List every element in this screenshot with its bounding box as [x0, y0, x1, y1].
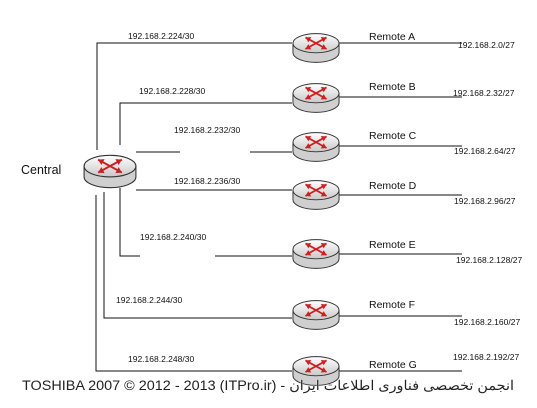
router-icon	[292, 131, 340, 163]
remote-name: Remote E	[369, 239, 416, 251]
central-router: Central	[21, 154, 137, 189]
remote-a: Remote A 192.168.2.224/30 192.168.2.0/27	[128, 31, 515, 64]
lan-subnet-label: 192.168.2.160/27	[454, 317, 520, 327]
remote-name: Remote B	[369, 81, 416, 93]
wan-subnet-label: 192.168.2.228/30	[139, 86, 205, 96]
wan-links	[95, 42, 292, 372]
router-icon	[292, 179, 340, 211]
router-icon	[292, 238, 340, 270]
wan-subnet-label: 192.168.2.224/30	[128, 31, 194, 41]
remote-d: Remote D 192.168.2.236/30 192.168.2.96/2…	[174, 176, 516, 211]
remote-name: Remote G	[369, 359, 417, 371]
remote-c: Remote C 192.168.2.232/30 192.168.2.64/2…	[174, 125, 516, 163]
wan-subnet-label: 192.168.2.244/30	[116, 295, 182, 305]
remote-name: Remote D	[369, 180, 417, 192]
lan-subnet-label: 192.168.2.64/27	[454, 146, 516, 156]
lan-subnet-label: 192.168.2.32/27	[453, 88, 515, 98]
footer-watermark: TOSHIBA 2007 © 2012 - 2013 (ITPro.ir) - …	[22, 378, 514, 394]
remote-name: Remote A	[369, 31, 415, 43]
remote-b: Remote B 192.168.2.228/30 192.168.2.32/2…	[139, 81, 515, 114]
router-icon	[292, 299, 340, 331]
router-icon	[292, 32, 340, 64]
remote-name: Remote C	[369, 130, 417, 142]
lan-subnet-label: 192.168.2.192/27	[453, 352, 519, 362]
lan-subnet-label: 192.168.2.96/27	[454, 196, 516, 206]
lan-subnet-label: 192.168.2.128/27	[456, 255, 522, 265]
remote-g: Remote G 192.168.2.248/30 192.168.2.192/…	[128, 352, 519, 387]
remote-f: Remote F 192.168.2.244/30 192.168.2.160/…	[116, 295, 520, 331]
remote-e: Remote E 192.168.2.240/30 192.168.2.128/…	[140, 232, 522, 270]
wan-subnet-label: 192.168.2.232/30	[174, 125, 240, 135]
lan-subnet-label: 192.168.2.0/27	[458, 40, 515, 50]
router-icon	[83, 154, 137, 189]
wan-subnet-label: 192.168.2.236/30	[174, 176, 240, 186]
wan-subnet-label: 192.168.2.248/30	[128, 354, 194, 364]
lan-links	[338, 42, 462, 372]
router-icon	[292, 82, 340, 114]
remote-name: Remote F	[369, 299, 415, 311]
central-label: Central	[21, 163, 61, 177]
wan-subnet-label: 192.168.2.240/30	[140, 232, 206, 242]
